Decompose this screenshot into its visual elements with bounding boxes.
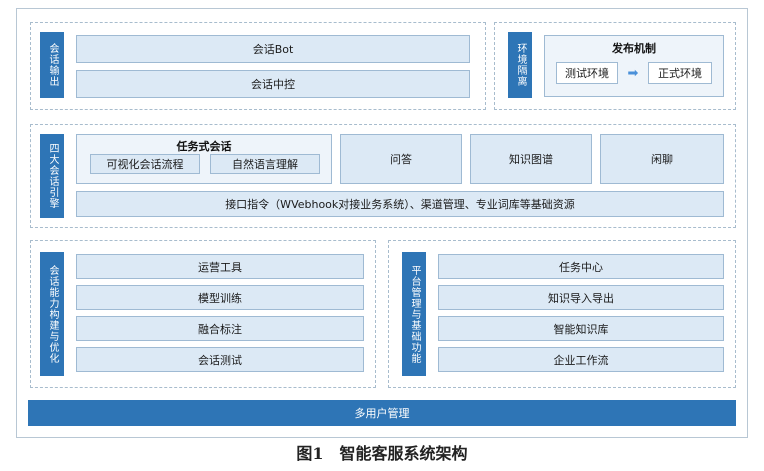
- figure-caption: 图1 智能客服系统架构: [296, 444, 468, 463]
- task-session-title: 任务式会话: [176, 140, 232, 153]
- ops-tools-box: 运营工具: [76, 254, 364, 279]
- enterprise-workflow-box: 企业工作流: [438, 347, 724, 372]
- engines-label: 四大会话引擎: [40, 134, 64, 218]
- platform-label: 平台管理与基础功能: [402, 252, 426, 376]
- knowledge-import-export-box: 知识导入导出: [438, 285, 724, 310]
- chitchat-box: 闲聊: [600, 134, 724, 184]
- capability-label: 会话能力构建与优化: [40, 252, 64, 376]
- session-test-box: 会话测试: [76, 347, 364, 372]
- model-training-box: 模型训练: [76, 285, 364, 310]
- smart-knowledge-base-box: 智能知识库: [438, 316, 724, 341]
- nlu-box: 自然语言理解: [210, 154, 320, 174]
- visual-flow-box: 可视化会话流程: [90, 154, 200, 174]
- qa-box: 问答: [340, 134, 462, 184]
- knowledge-graph-box: 知识图谱: [470, 134, 592, 184]
- multi-user-management-bar: 多用户管理: [28, 400, 736, 426]
- session-bot-box: 会话Bot: [76, 35, 470, 63]
- env-isolation-label: 环境隔离: [508, 32, 532, 98]
- release-mechanism-title: 发布机制: [612, 42, 656, 55]
- session-output-label: 会话输出: [40, 32, 64, 98]
- arrow-right-icon: ➡: [627, 65, 639, 81]
- test-env-box: 测试环境: [556, 62, 618, 84]
- interface-resources-box: 接口指令（WVebhook对接业务系统）、渠道管理、专业词库等基础资源: [76, 191, 724, 217]
- prod-env-box: 正式环境: [648, 62, 712, 84]
- session-control-box: 会话中控: [76, 70, 470, 98]
- task-center-box: 任务中心: [438, 254, 724, 279]
- fusion-annotation-box: 融合标注: [76, 316, 364, 341]
